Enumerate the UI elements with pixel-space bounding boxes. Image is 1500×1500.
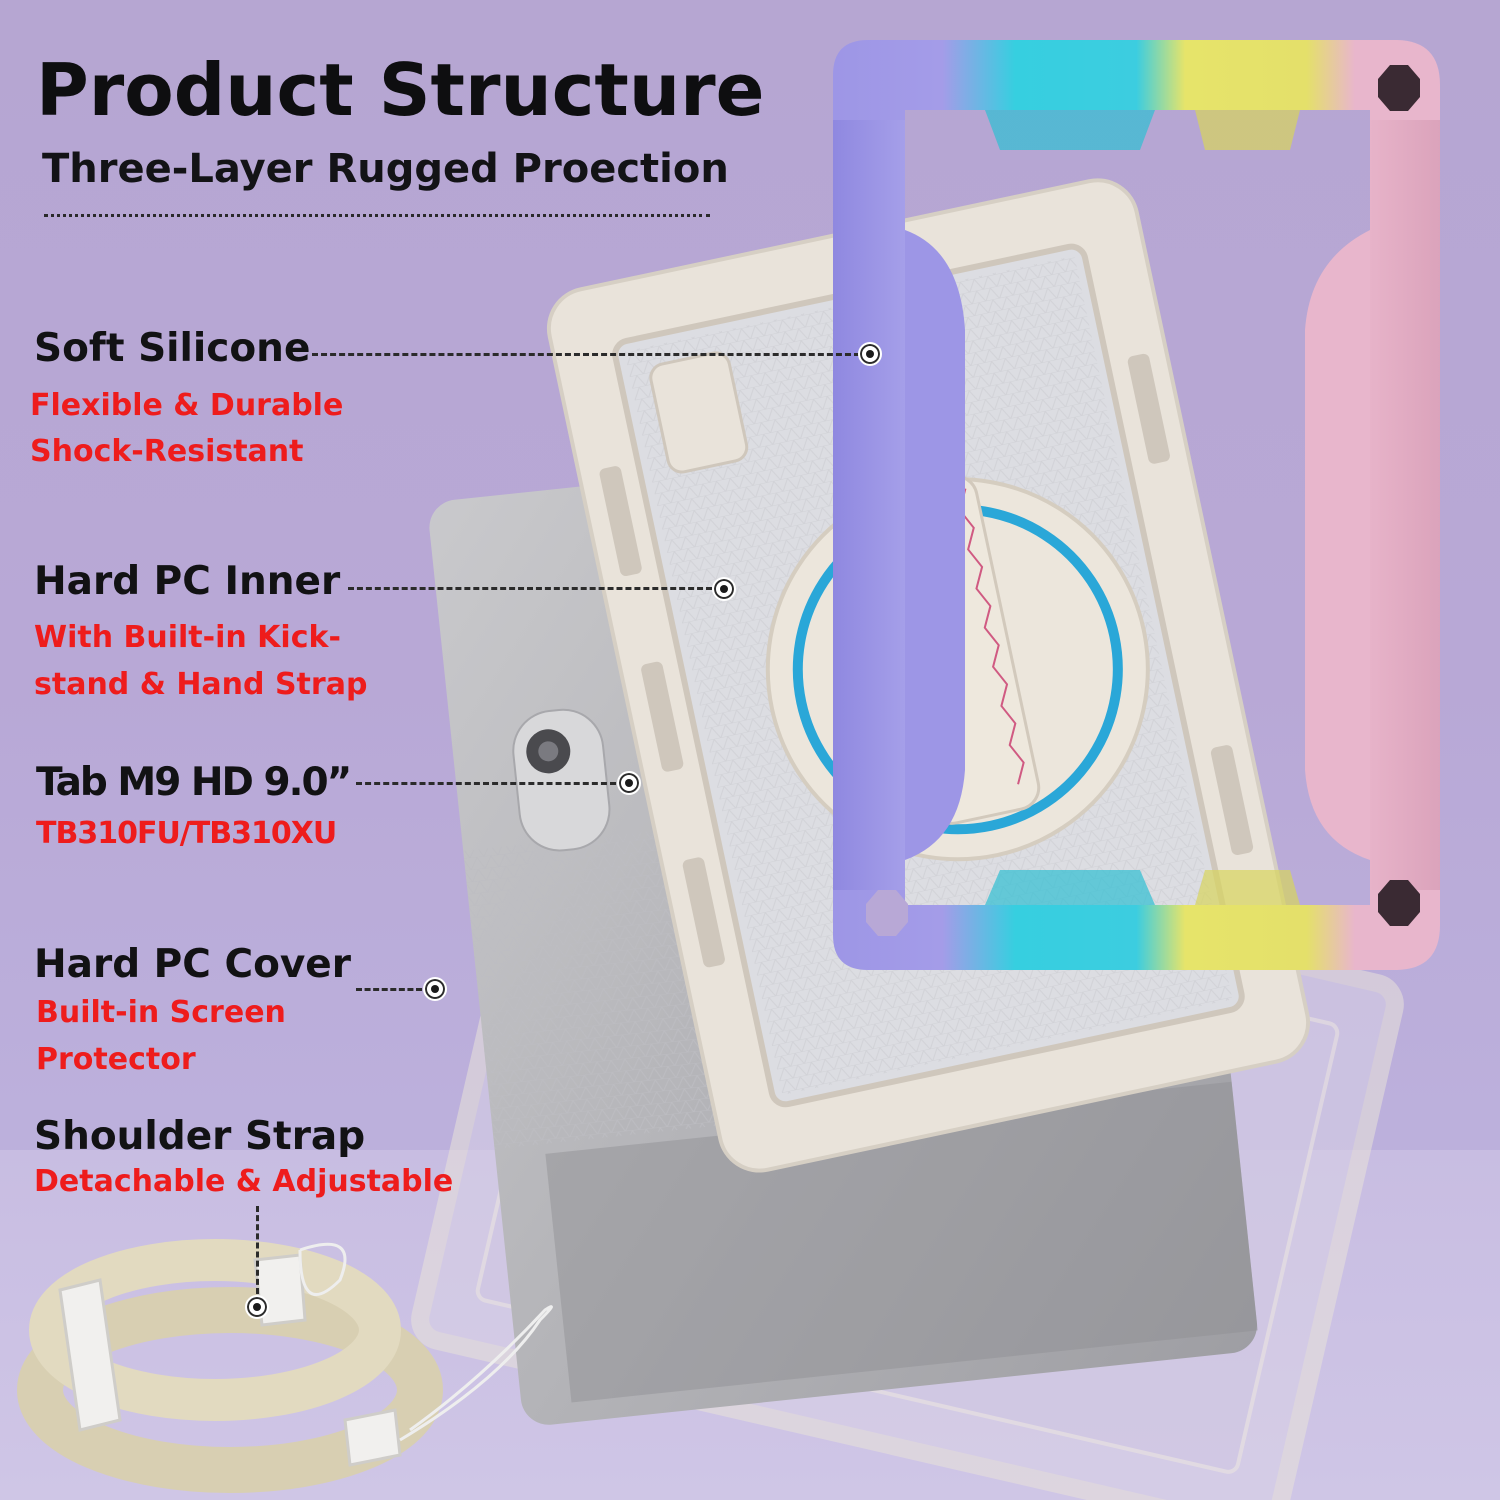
callout-dot-icon xyxy=(617,771,641,795)
leader-tablet xyxy=(356,782,616,785)
callout-shoulder-strap-heading: Shoulder Strap xyxy=(34,1114,366,1159)
callout-hard-pc-cover-line1: Built-in Screen xyxy=(36,995,286,1030)
callout-tablet-heading: Tab M9 HD 9.0” xyxy=(36,760,352,805)
page-subtitle: Three-Layer Rugged Proection xyxy=(42,146,729,192)
camera-icon xyxy=(512,708,611,852)
shoulder-strap xyxy=(17,1239,553,1493)
callout-tablet-models: TB310FU/TB310XU xyxy=(36,816,337,851)
callout-hard-pc-inner-heading: Hard PC Inner xyxy=(34,559,341,604)
callout-soft-silicone-line2: Shock-Resistant xyxy=(30,434,304,469)
leader-soft-silicone xyxy=(312,353,860,356)
callout-dot-icon xyxy=(858,342,882,366)
leader-hard-pc-cover xyxy=(356,988,422,991)
callout-hard-pc-cover-line2: Protector xyxy=(36,1042,196,1077)
callout-soft-silicone-line1: Flexible & Durable xyxy=(30,388,344,423)
soft-silicone-frame xyxy=(833,40,1440,970)
page-title: Product Structure xyxy=(36,48,765,132)
callout-hard-pc-cover-heading: Hard PC Cover xyxy=(34,942,351,987)
callout-dot-icon xyxy=(245,1295,269,1319)
callout-dot-icon xyxy=(712,577,736,601)
callout-dot-icon xyxy=(423,977,447,1001)
callout-shoulder-strap-line1: Detachable & Adjustable xyxy=(34,1164,454,1199)
callout-hard-pc-inner-line2: stand & Hand Strap xyxy=(34,667,368,702)
callout-hard-pc-inner-line1: With Built-in Kick- xyxy=(34,620,341,655)
leader-hard-pc-inner xyxy=(348,587,712,590)
title-divider xyxy=(44,214,710,217)
leader-shoulder-strap xyxy=(256,1206,259,1294)
callout-soft-silicone-heading: Soft Silicone xyxy=(34,326,311,371)
